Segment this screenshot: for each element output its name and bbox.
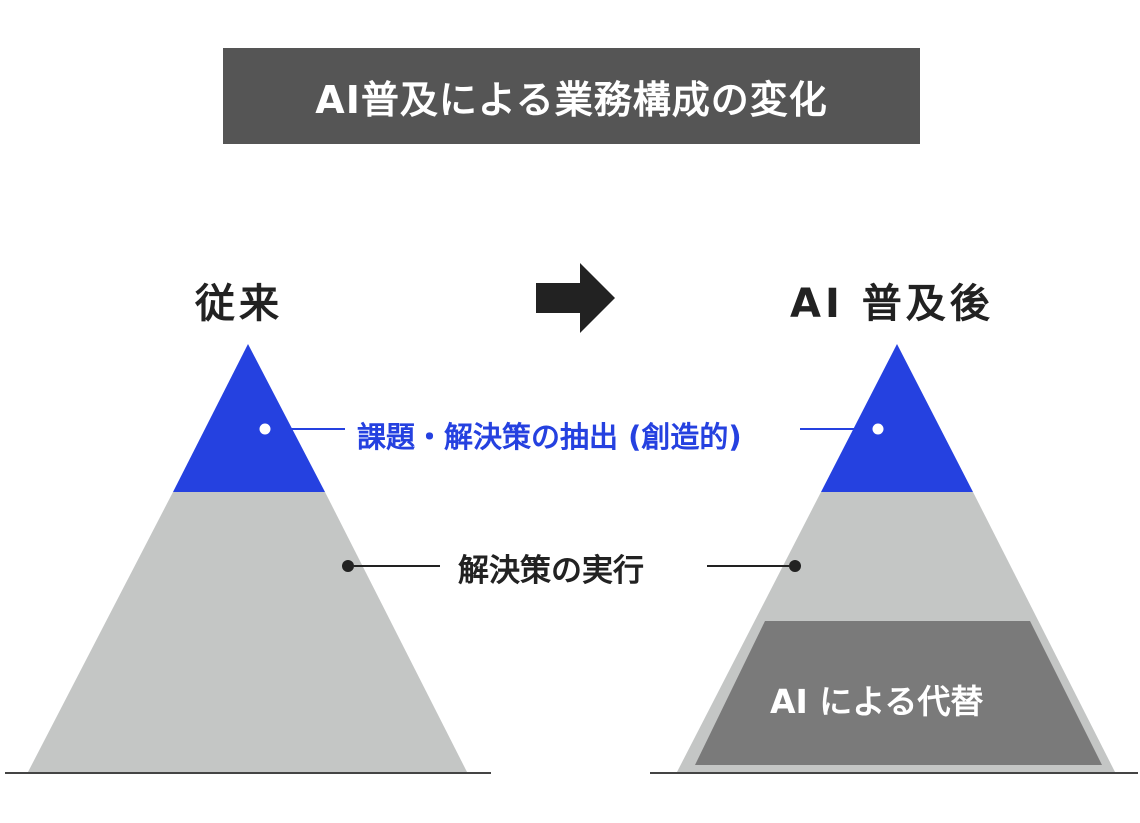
- right-pyramid-ai-layer: [695, 621, 1102, 765]
- left-pyramid-creative-layer: [173, 344, 325, 492]
- execution-marker-right: [789, 560, 801, 572]
- heading-after: AI 普及後: [790, 281, 994, 327]
- left-pyramid-execution-layer: [28, 492, 467, 772]
- arrow-right-icon: [536, 263, 615, 333]
- execution-label: 解決策の実行: [458, 553, 644, 589]
- title-banner: AI普及による業務構成の変化: [223, 48, 920, 144]
- page-title: AI普及による業務構成の変化: [315, 77, 828, 122]
- creative-marker-left: [256, 420, 274, 438]
- heading-before: 従来: [195, 281, 283, 327]
- execution-marker-left: [342, 560, 354, 572]
- creative-label: 課題・解決策の抽出 (創造的): [357, 420, 742, 454]
- right-pyramid-creative-layer: [821, 344, 973, 492]
- creative-marker-right: [869, 420, 887, 438]
- ai-replacement-label: AI による代替: [770, 682, 984, 721]
